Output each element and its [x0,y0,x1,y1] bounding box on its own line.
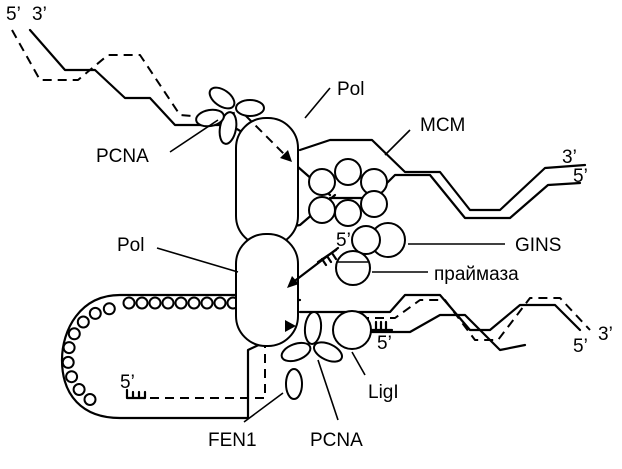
label-right-3: 3’ [562,147,577,168]
label-primer-5: 5’ [336,230,351,251]
ligi-ticks [370,320,394,332]
rpa-bead [122,296,136,310]
label-ligi: LigI [368,382,399,403]
leading-arrow [244,114,286,156]
rpa-bead [83,393,97,406]
rpa-bead [67,327,81,341]
rpa-bead [65,370,79,384]
top-strand-dashed [11,29,246,119]
fen1-leader [243,392,284,423]
rpa-bead [61,355,75,369]
pcna-bottom-ring [280,311,344,363]
pol-left-leader [156,247,239,273]
rpa-bead [161,296,175,310]
rpa-bead [148,296,162,310]
label-lower-3: 3’ [598,324,613,345]
label-top-3: 3’ [32,4,47,25]
pol-lagging [235,233,299,347]
label-fen1: FEN1 [208,430,257,451]
ligi-leader [351,351,366,376]
primer-ticks [316,248,338,267]
pcna-top-ring [195,86,265,145]
primer-arrow-head [287,276,299,288]
pcna-top-leader [169,119,219,153]
leading-arrow-head [280,150,292,162]
gins-complex [351,222,406,258]
label-pcna-bottom: PCNA [310,430,363,451]
rpa-bead [213,296,227,310]
rpa-bead [76,315,90,329]
rpa-bead [72,383,86,396]
label-gins: GINS [515,235,561,256]
rpa-bead [200,296,214,310]
right-strand-upper [298,138,587,212]
primase [335,250,371,286]
okazaki-dashed [135,325,283,399]
lagging-arrow-head [285,320,296,332]
label-mcm: MCM [420,115,465,136]
mcm-complex [308,158,388,227]
label-primase: праймаза [434,264,519,285]
label-lagging-5: 5’ [377,333,392,354]
rpa-bead [174,296,188,310]
lower-right-solid [298,293,582,332]
label-lower-5: 5’ [573,336,588,357]
rpa-bead [135,296,149,310]
label-top-5: 5’ [6,4,21,25]
pcna-bottom-leader [317,359,339,421]
lower-right-dashed [345,297,591,341]
fen1 [285,368,303,400]
rpa-beads [61,296,240,406]
mcm-leader [384,129,411,156]
okazaki-primer-tick [125,388,147,400]
label-pcna-top: PCNA [96,146,149,167]
rpa-bead [62,341,76,355]
label-okazaki-5: 5’ [120,372,135,393]
pol-top-leader [304,87,331,119]
rpa-bead [88,306,102,320]
label-pol-top: Pol [337,79,364,100]
label-right-5: 5’ [573,166,588,187]
lower-right-bottom [370,313,527,352]
ligi [332,310,372,350]
rpa-bead [187,296,201,310]
label-pol-left: Pol [117,235,144,256]
rpa-bead [102,302,116,316]
lagging-loop-strand [60,293,267,420]
